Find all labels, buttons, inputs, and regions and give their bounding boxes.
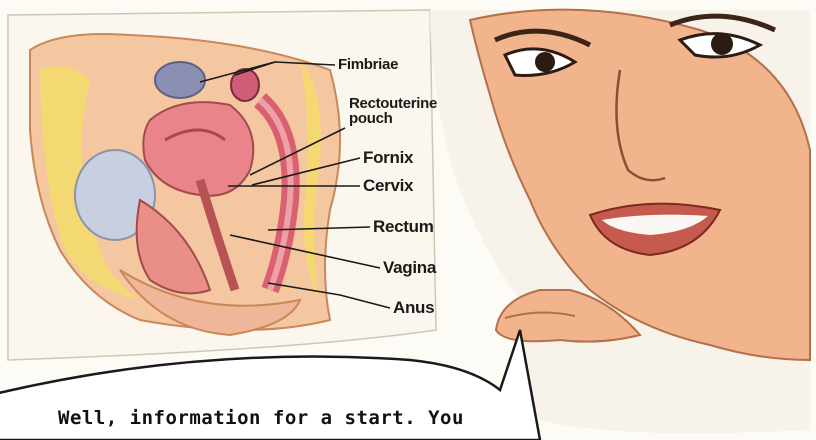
speech-text: Well, information for a start. You (58, 407, 464, 429)
label-vagina: Vagina (383, 258, 436, 278)
label-anus: Anus (393, 298, 434, 318)
label-rectum: Rectum (373, 217, 434, 237)
label-rectouterine-pouch: Rectouterine pouch (349, 96, 437, 126)
label-fimbriae: Fimbriae (338, 56, 398, 73)
label-cervix: Cervix (363, 176, 413, 196)
label-rectouterine-line2: pouch (349, 111, 437, 126)
label-fornix: Fornix (363, 148, 413, 168)
woman-face-illustration (430, 10, 810, 434)
label-rectouterine-line1: Rectouterine (349, 96, 437, 111)
